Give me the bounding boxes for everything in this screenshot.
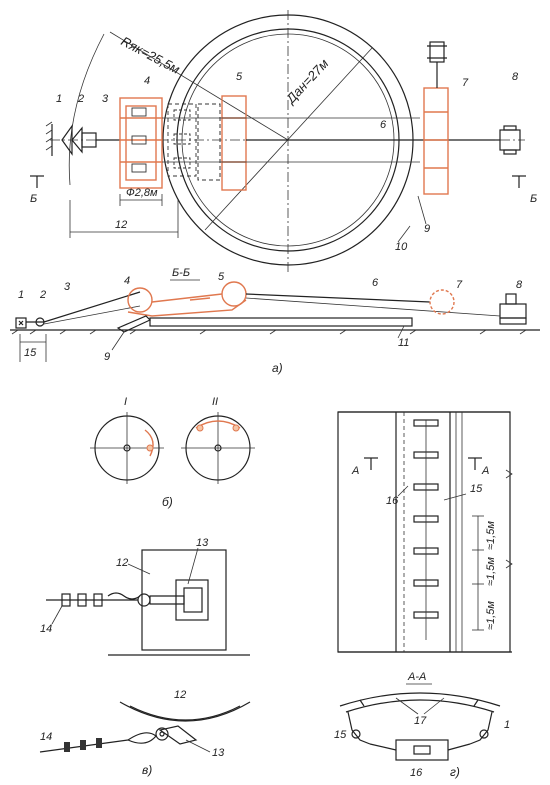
svg-text:17: 17	[414, 715, 427, 727]
winch-top	[427, 41, 447, 88]
radius-arc	[68, 33, 105, 186]
svg-text:7: 7	[456, 279, 463, 291]
svg-text:12: 12	[174, 689, 186, 701]
svg-text:4: 4	[124, 275, 130, 287]
trolley-7	[423, 87, 449, 195]
svg-text:Б: Б	[30, 193, 37, 205]
svg-text:7: 7	[462, 77, 469, 89]
bottom-sheet-11	[149, 317, 413, 327]
svg-text:11: 11	[398, 337, 409, 349]
svg-text:1: 1	[504, 719, 510, 731]
svg-text:3: 3	[64, 281, 71, 293]
radius-line	[109, 31, 289, 141]
svg-text:9: 9	[104, 351, 110, 363]
section-bb-title: Б-Б	[172, 267, 190, 279]
pulley-dim: Ф2,8м	[126, 187, 158, 199]
svg-text:А: А	[481, 465, 489, 477]
svg-text:8: 8	[512, 71, 519, 83]
dim-15: 15	[24, 347, 37, 359]
svg-text:1: 1	[18, 289, 24, 301]
svg-text:2: 2	[39, 289, 46, 301]
plan-view: Rяк=25,5м Дан=27м	[30, 10, 537, 272]
svg-text:А: А	[351, 465, 359, 477]
svg-text:12: 12	[116, 557, 128, 569]
svg-text:15: 15	[470, 483, 483, 495]
svg-text:5: 5	[236, 71, 243, 83]
winch-8	[495, 125, 521, 155]
svg-text:10: 10	[395, 241, 408, 253]
svg-text:6: 6	[372, 277, 379, 289]
dim-12: 12	[115, 219, 127, 231]
svg-text:II: II	[212, 396, 218, 408]
svg-text:16: 16	[386, 495, 399, 507]
svg-text:1: 1	[56, 93, 62, 105]
section-aa-title: А-А	[407, 671, 426, 683]
svg-text:15: 15	[334, 729, 347, 741]
section-b-left: Б	[30, 175, 44, 205]
svg-text:13: 13	[196, 537, 209, 549]
svg-text:4: 4	[144, 75, 150, 87]
svg-text:Б: Б	[530, 193, 537, 205]
fig-v-bottom: 12 13 14 в)	[39, 689, 251, 777]
svg-text:16: 16	[410, 767, 423, 779]
fig-g: А А 15 16 ≈1,5м ≈1,5м ≈1,5м	[337, 411, 513, 653]
caption-a: а)	[272, 361, 283, 375]
fig-b: I II б)	[90, 396, 255, 509]
caption-b: б)	[162, 495, 173, 509]
wheel-rows	[131, 103, 197, 177]
caption-g: г)	[450, 765, 460, 779]
radius-label: Rяк=25,5м	[119, 33, 183, 76]
svg-text:3: 3	[102, 93, 109, 105]
section-bb-view: Б-Б 1 2 3 4 5	[10, 267, 540, 375]
svg-text:6: 6	[380, 119, 387, 131]
step-dim-2: ≈1,5м	[485, 557, 497, 586]
svg-text:I: I	[124, 396, 127, 408]
fig-v-top: 12 13 14	[40, 537, 250, 656]
step-dim-3: ≈1,5м	[485, 601, 497, 630]
svg-text:8: 8	[516, 279, 523, 291]
section-b-right: Б	[512, 175, 537, 205]
caption-v: в)	[142, 763, 152, 777]
step-dim-1: ≈1,5м	[485, 521, 497, 550]
svg-text:2: 2	[77, 93, 84, 105]
svg-text:5: 5	[218, 271, 225, 283]
svg-text:9: 9	[424, 223, 430, 235]
svg-text:13: 13	[212, 747, 225, 759]
section-aa-view: А-А 17 15 1 16 г)	[334, 671, 510, 779]
trolley-4	[119, 97, 163, 189]
svg-text:14: 14	[40, 623, 52, 635]
diameter-line	[204, 47, 373, 231]
svg-text:14: 14	[40, 731, 52, 743]
